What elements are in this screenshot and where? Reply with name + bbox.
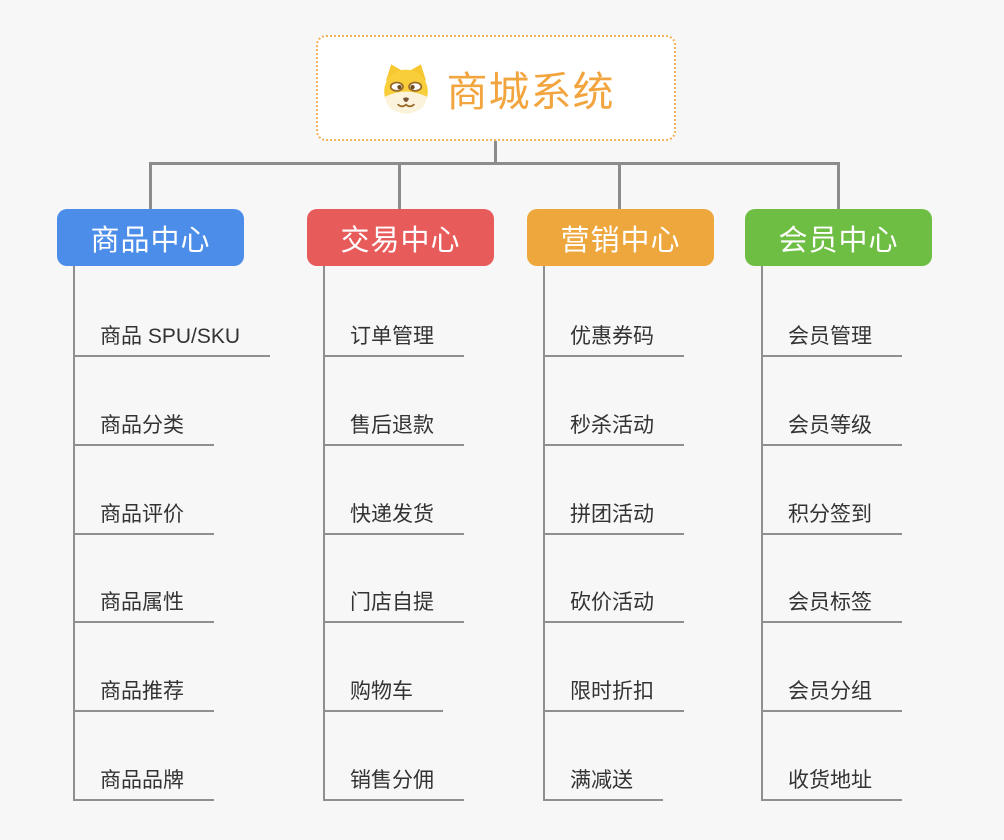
leaf-item[interactable]: 商品品牌 — [73, 761, 214, 801]
connector-drop-trade-center — [398, 164, 401, 210]
leaf-item[interactable]: 砍价活动 — [543, 583, 684, 623]
leaf-item[interactable]: 会员分组 — [761, 672, 902, 712]
connector-root-stem — [494, 141, 497, 164]
leaf-label: 限时折扣 — [570, 680, 654, 703]
branch-member-center: 会员中心 会员管理 会员等级 积分签到 会员标签 会员分组 收货地址 — [745, 209, 995, 819]
leaf-label: 购物车 — [350, 680, 413, 703]
leaf-label: 商品属性 — [100, 591, 184, 614]
leaf-label: 商品分类 — [100, 414, 184, 437]
leaf-label: 会员等级 — [788, 414, 872, 437]
leaf-item[interactable]: 收货地址 — [761, 761, 902, 801]
connector-drop-member-center — [837, 164, 840, 210]
branch-header-member-center[interactable]: 会员中心 — [745, 209, 932, 266]
leaf-label: 快递发货 — [350, 503, 434, 526]
root-node[interactable]: 商城系统 — [316, 35, 676, 141]
branch-marketing-center: 营销中心 优惠券码 秒杀活动 拼团活动 砍价活动 限时折扣 满减送 — [527, 209, 777, 819]
leaf-item[interactable]: 订单管理 — [323, 317, 464, 357]
leaf-label: 收货地址 — [788, 769, 872, 792]
leaf-label: 商品推荐 — [100, 680, 184, 703]
leaf-item[interactable]: 优惠券码 — [543, 317, 684, 357]
shiba-dog-icon — [378, 60, 434, 116]
branch-header-label: 交易中心 — [340, 224, 461, 257]
leaf-label: 订单管理 — [350, 325, 434, 348]
leaf-item[interactable]: 商品属性 — [73, 583, 214, 623]
leaf-label: 积分签到 — [788, 503, 872, 526]
leaf-item[interactable]: 限时折扣 — [543, 672, 684, 712]
branch-header-label: 营销中心 — [560, 224, 681, 257]
leaf-label: 砍价活动 — [570, 591, 654, 614]
leaf-item[interactable]: 商品 SPU/SKU — [73, 317, 271, 357]
branch-header-label: 会员中心 — [778, 224, 899, 257]
leaf-label: 商品 SPU/SKU — [100, 325, 241, 348]
branch-header-product-center[interactable]: 商品中心 — [57, 209, 244, 266]
leaf-item[interactable]: 会员等级 — [761, 406, 902, 446]
leaf-label: 会员分组 — [788, 680, 872, 703]
leaf-label: 会员管理 — [788, 325, 872, 348]
leaf-label: 满减送 — [570, 769, 633, 792]
leaf-label: 销售分佣 — [350, 769, 434, 792]
leaf-item[interactable]: 商品分类 — [73, 406, 214, 446]
leaf-item[interactable]: 商品评价 — [73, 495, 214, 535]
leaf-item[interactable]: 会员管理 — [761, 317, 902, 357]
branch-product-center: 商品中心 商品 SPU/SKU 商品分类 商品评价 商品属性 商品推荐 商品品牌 — [57, 209, 307, 819]
leaf-item[interactable]: 购物车 — [323, 672, 443, 712]
leaf-label: 会员标签 — [788, 591, 872, 614]
leaf-item[interactable]: 门店自提 — [323, 583, 464, 623]
connector-horizontal-bar — [149, 162, 840, 165]
leaf-item[interactable]: 会员标签 — [761, 583, 902, 623]
leaf-item[interactable]: 拼团活动 — [543, 495, 684, 535]
connector-drop-marketing-center — [618, 164, 621, 210]
branch-header-trade-center[interactable]: 交易中心 — [307, 209, 494, 266]
leaf-item[interactable]: 商品推荐 — [73, 672, 214, 712]
branch-header-label: 商品中心 — [90, 224, 211, 257]
leaf-item[interactable]: 秒杀活动 — [543, 406, 684, 446]
leaf-item[interactable]: 快递发货 — [323, 495, 464, 535]
connector-drop-product-center — [149, 164, 152, 210]
branch-header-marketing-center[interactable]: 营销中心 — [527, 209, 714, 266]
leaf-label: 商品品牌 — [100, 769, 184, 792]
root-title: 商城系统 — [446, 69, 615, 115]
leaf-label: 拼团活动 — [570, 503, 654, 526]
branch-trade-center: 交易中心 订单管理 售后退款 快递发货 门店自提 购物车 销售分佣 — [307, 209, 557, 819]
leaf-label: 商品评价 — [100, 503, 184, 526]
leaf-item[interactable]: 售后退款 — [323, 406, 464, 446]
leaf-item[interactable]: 满减送 — [543, 761, 663, 801]
leaf-label: 门店自提 — [350, 591, 434, 614]
leaf-item[interactable]: 积分签到 — [761, 495, 902, 535]
leaf-item[interactable]: 销售分佣 — [323, 761, 464, 801]
leaf-label: 优惠券码 — [570, 325, 654, 348]
leaf-label: 售后退款 — [350, 414, 434, 437]
leaf-label: 秒杀活动 — [570, 414, 654, 437]
